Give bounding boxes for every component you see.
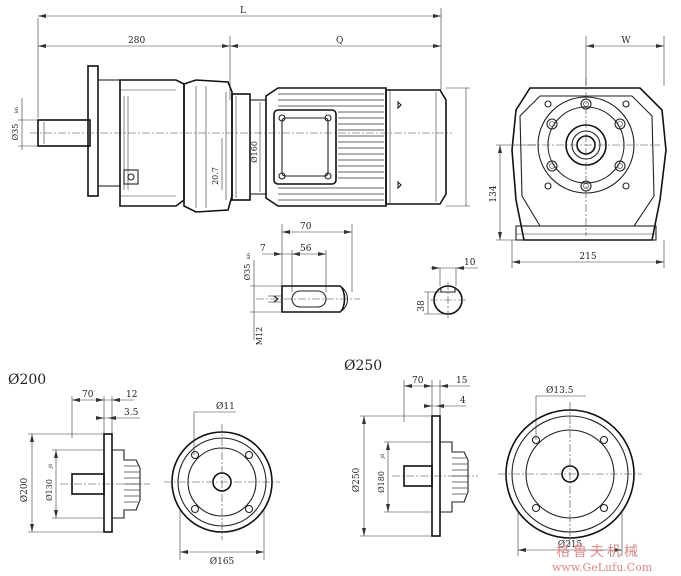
dim-key-length: 56 [300,244,312,254]
dim-key-offset: 7 [260,244,266,254]
flange-200-title: Ø200 [8,372,46,388]
dim-flange-250-outer: Ø250 [351,467,362,492]
watermark-brand: 格鲁夫机械 [556,544,641,560]
flange-250-bolt-holes [531,435,609,513]
gearbox-housing [119,79,185,207]
motor-body [265,87,387,207]
dim-end-base-width: 215 [579,252,596,262]
dim-shaft-tolerance: k6 [14,107,20,113]
dim-total-length: L [240,6,246,16]
dim-shaft-detail-diameter: Ø35 [243,264,252,281]
dim-flange-250-spigot: 4 [460,396,466,406]
fan-cover [385,89,447,205]
screw-icon [324,114,332,122]
dim-flange-200-thickness: 12 [126,390,137,400]
flange-250-fins [452,457,468,495]
dim-flange-250-thickness: 15 [456,376,468,386]
end-view: W 134 [489,36,667,268]
dim-shaft-detail-tolerance: k6 [246,253,252,259]
watermark-url: www.GeLufu.Com [552,561,653,574]
dim-flange-200-outer: Ø200 [19,477,30,502]
dim-flange-250-shaft-length: 70 [412,376,424,386]
dim-shaft-overall: 70 [300,222,312,232]
drain-plug [123,169,139,185]
dim-thread: M12 [255,327,264,345]
flange-200-detail: Ø200 70 12 3.5 [8,372,280,567]
dim-end-height: 134 [489,185,499,202]
dim-end-width: W [621,36,631,46]
dim-gearbox-length: 280 [128,36,145,46]
screw-icon [278,172,286,180]
dim-flange-200-bolt-circle: Ø165 [210,556,235,567]
terminal-box [273,109,337,185]
dim-key-height: 38 [417,300,427,312]
flange-250-title: Ø250 [344,358,382,374]
flange-200-bolt-holes [190,450,254,514]
drain-plug-icon [127,173,135,181]
dim-center-offset: 20.7 [211,167,220,185]
screw-icon [324,172,332,180]
dim-flange-200-shaft-length: 70 [82,390,94,400]
dim-flange-250-spigot-diameter: Ø180 [377,471,386,493]
dim-flange-200-spigot-tolerance: j6 [48,464,54,470]
dim-flange-250-hole: Ø13.5 [546,385,574,396]
dim-flange-250-spigot-tolerance: j6 [380,454,386,460]
dim-flange-200-hole: Ø11 [216,401,235,412]
dim-key-width: 10 [464,258,476,268]
dim-shaft-diameter: Ø35 [11,124,20,141]
dim-flange-250-bolt-circle: Ø215 [558,539,583,550]
watermark: 格鲁夫机械 www.GeLufu.Com [552,544,653,574]
flange-200-plate [103,433,113,533]
shaft-detail: 70 7 56 Ø35 k6 M12 10 [243,222,478,345]
main-side-view: L 280 Q Ø35 k6 [11,6,470,213]
motor-adapter [231,93,251,201]
motor-cooling-fins [278,93,384,201]
gearbox-second-stage [183,79,233,213]
flange-250-detail: Ø250 70 15 4 [344,358,642,556]
dim-flange-200-spigot: 3.5 [124,408,139,418]
screw-icon [278,114,286,122]
dim-motor-diameter: Ø160 [250,141,259,163]
dim-flange-200-spigot-diameter: Ø130 [45,479,54,501]
dim-motor-length: Q [336,36,343,46]
